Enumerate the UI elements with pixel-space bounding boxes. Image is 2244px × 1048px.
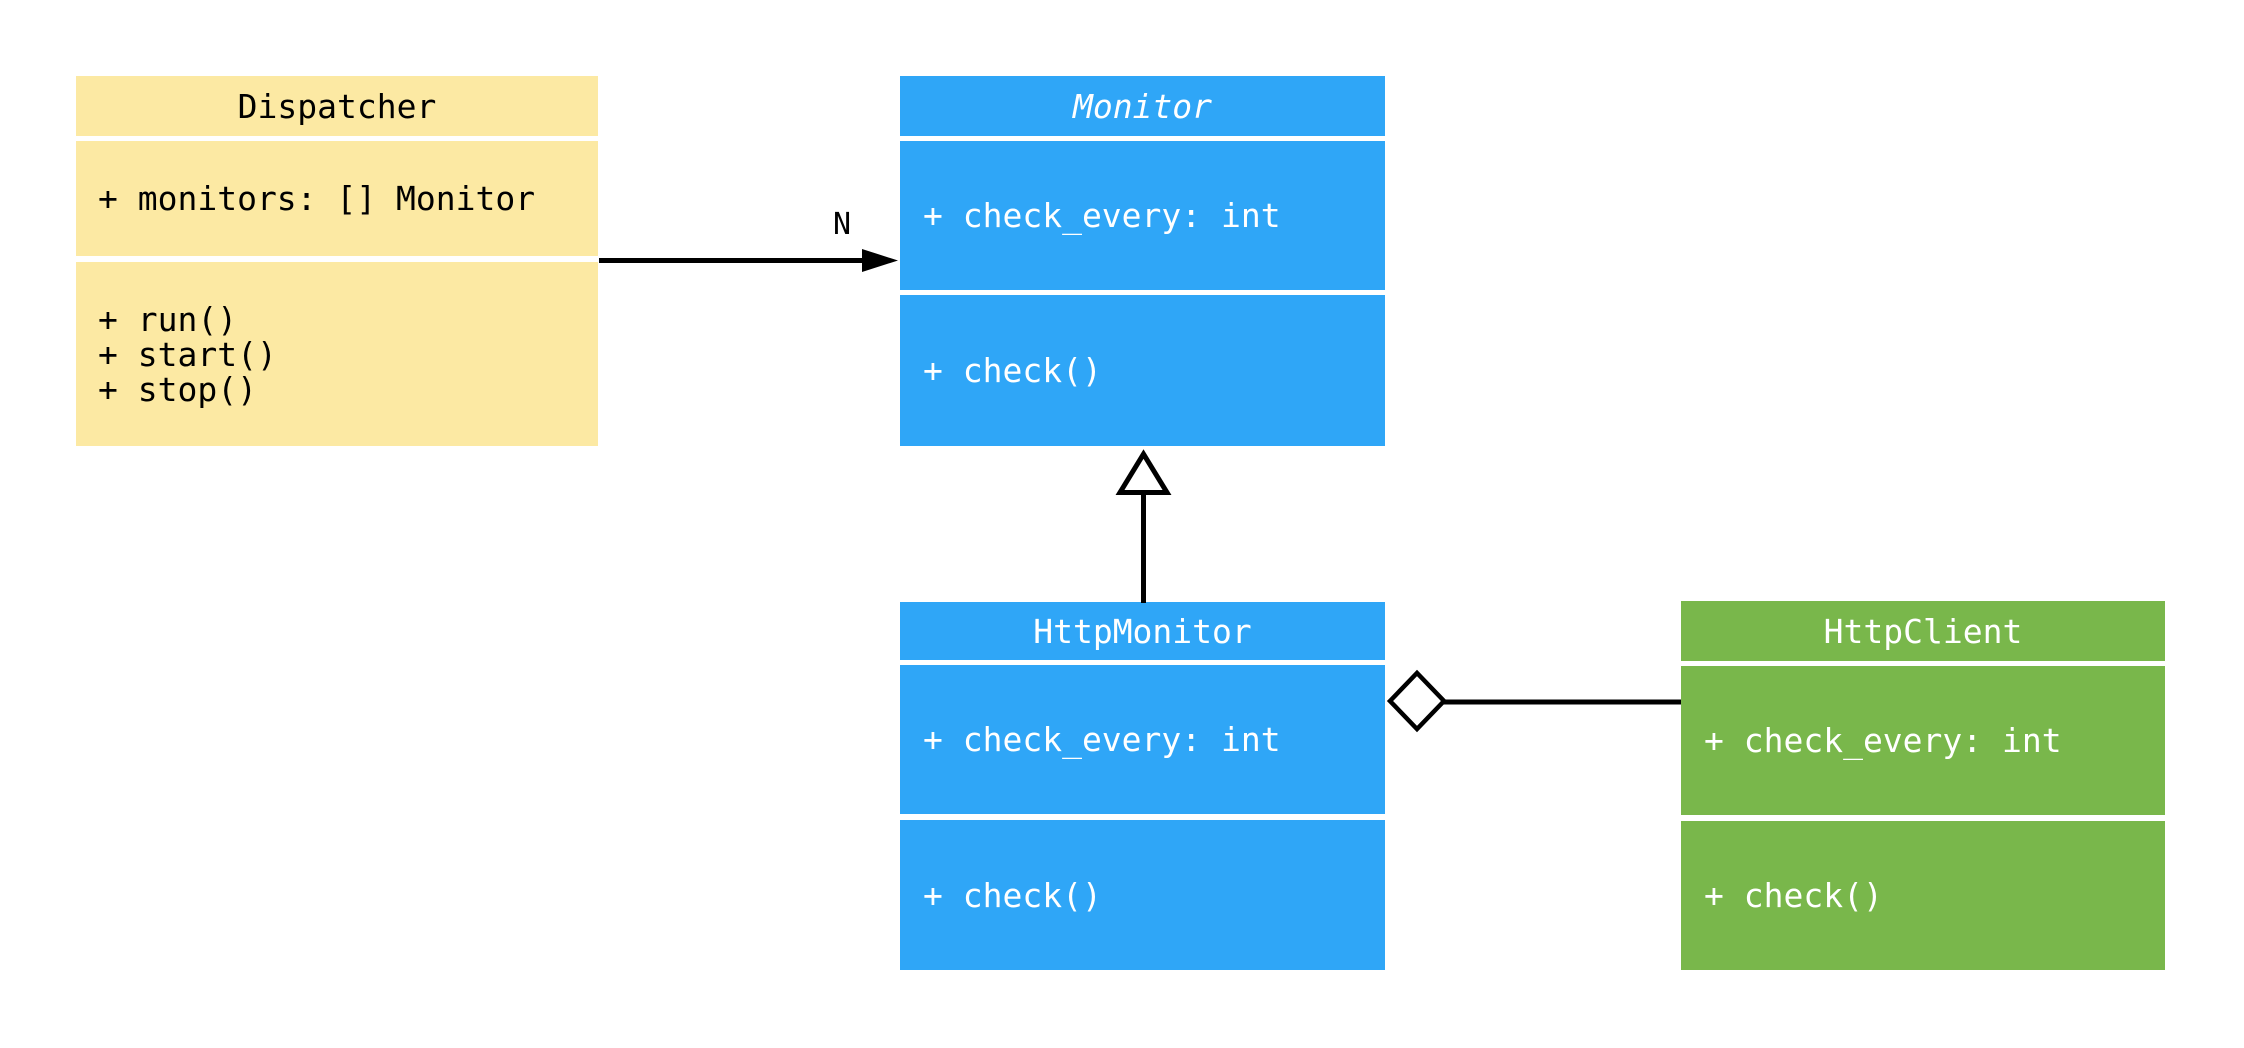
attribute: + check_every: int <box>923 720 1281 759</box>
attribute: + check_every: int <box>1704 721 2062 760</box>
class-name: Dispatcher <box>237 86 437 126</box>
method: + check() <box>923 351 1102 390</box>
class-attributes-section: + monitors: [] Monitor <box>76 141 598 256</box>
class-attributes-section: + check_every: int <box>900 665 1385 814</box>
association-arrowhead-icon <box>862 249 898 272</box>
aggregation-diamond-icon <box>1386 669 1448 733</box>
method: + check() <box>1704 876 1883 915</box>
class-name: HttpClient <box>1823 611 2023 651</box>
class-methods-section: + check() <box>900 820 1385 970</box>
class-node-httpclient[interactable]: HttpClient + check_every: int + check() <box>1681 601 2165 970</box>
class-attributes-section: + check_every: int <box>1681 666 2165 815</box>
class-title-section: Monitor <box>900 76 1385 136</box>
method: + stop() <box>98 369 257 409</box>
class-methods-section: + run() + start() + stop() <box>76 262 598 446</box>
class-title-section: HttpMonitor <box>900 602 1385 660</box>
class-methods-section: + check() <box>900 295 1385 446</box>
class-node-monitor[interactable]: Monitor + check_every: int + check() <box>900 76 1385 446</box>
attribute: + monitors: [] Monitor <box>98 179 536 218</box>
class-node-dispatcher[interactable]: Dispatcher + monitors: [] Monitor + run(… <box>76 76 598 446</box>
class-name: Monitor <box>1072 86 1213 126</box>
class-title-section: HttpClient <box>1681 601 2165 661</box>
attribute: + check_every: int <box>923 196 1281 235</box>
method: + start() <box>98 334 277 374</box>
generalization-triangle-icon <box>1115 449 1172 495</box>
method: + run() <box>98 299 238 339</box>
method: + check() <box>923 875 1102 915</box>
class-methods-section: + check() <box>1681 821 2165 970</box>
class-attributes-section: + check_every: int <box>900 141 1385 290</box>
class-name: HttpMonitor <box>1033 611 1252 651</box>
class-title-section: Dispatcher <box>76 76 598 136</box>
class-node-httpmonitor[interactable]: HttpMonitor + check_every: int + check() <box>900 602 1385 970</box>
association-multiplicity-label: N <box>833 207 852 242</box>
